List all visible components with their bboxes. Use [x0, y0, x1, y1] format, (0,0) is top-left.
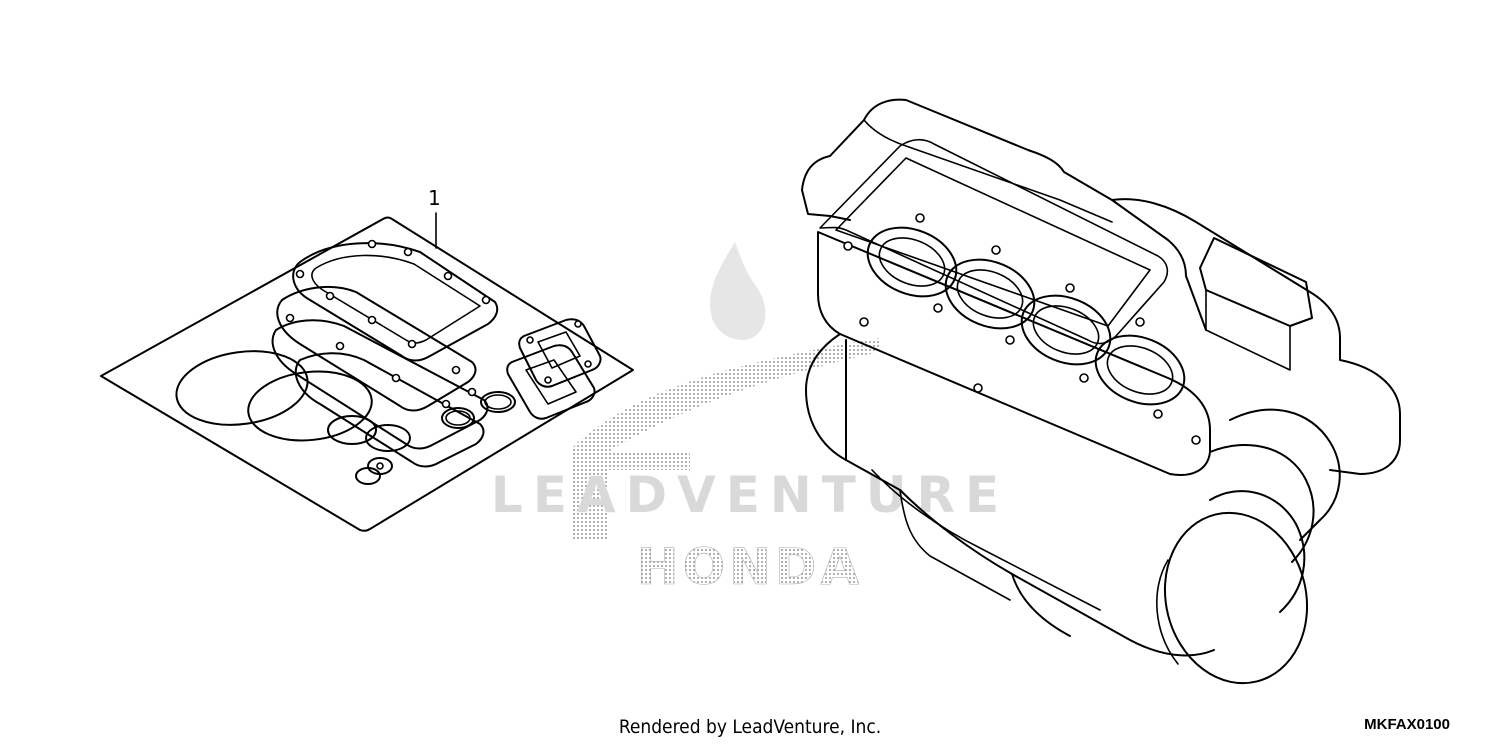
engine-side-cover-2 — [1209, 443, 1315, 563]
engine-side-cover-3 — [1209, 490, 1306, 613]
engine-block — [805, 333, 1215, 657]
gasket-kit — [100, 212, 634, 532]
watermark-brand: HONDA — [637, 538, 863, 596]
washer-2 — [367, 457, 393, 475]
engine-head-cover — [801, 98, 1207, 331]
engine-lower-edge — [1011, 573, 1071, 637]
honda-wing-icon — [572, 338, 880, 540]
engine-cover-gasket — [819, 138, 1169, 345]
plate-gasket — [518, 318, 602, 388]
o-ring-large — [175, 350, 309, 426]
engine-crankcase — [1111, 198, 1401, 475]
engine-head-cover-ridge — [863, 119, 1113, 223]
o-ring-small-2 — [365, 424, 411, 452]
reference-code: MKFAX0100 — [1364, 716, 1450, 733]
o-ring-large-2 — [247, 370, 373, 442]
engine-block-side — [871, 469, 1101, 611]
o-ring-small-4 — [445, 410, 471, 426]
plate-gasket-2 — [506, 344, 596, 420]
engine-drawing — [801, 98, 1401, 685]
cover-gasket — [292, 242, 499, 362]
o-ring-small-6 — [484, 394, 512, 410]
engine-cover-gasket-inner — [835, 157, 1151, 327]
plate-gasket-2-inner — [525, 359, 577, 405]
engine-side-cover — [1229, 408, 1341, 541]
engine-clutch-cover — [1163, 511, 1309, 685]
engine-clutch-cover-rim — [1156, 559, 1179, 665]
engine-bolt-holes — [843, 213, 1201, 445]
o-ring-small — [327, 415, 377, 445]
o-ring-small-5 — [480, 391, 516, 413]
head-cover-gasket-2 — [271, 319, 489, 450]
o-ring-small-3 — [441, 407, 475, 429]
footer-credit: Rendered by LeadVenture, Inc. — [618, 716, 882, 738]
engine-head-gasket — [817, 231, 1211, 476]
gasket-bolt-holes — [285, 239, 491, 409]
engine-crankcase-edge — [1205, 289, 1291, 371]
engine-head-cover-edge — [801, 189, 851, 221]
watermark: LEADVENTURE HONDA — [491, 242, 1009, 596]
watermark-flame-icon — [710, 242, 766, 340]
head-cover-gasket — [276, 285, 477, 412]
gasket-sheet — [100, 216, 634, 532]
watermark-text: LEADVENTURE — [491, 466, 1009, 524]
head-cover-gasket-3 — [294, 352, 485, 468]
plate-gasket-inner — [537, 331, 581, 369]
engine-cylinder-bores — [866, 226, 1186, 406]
washer — [355, 467, 381, 485]
callout-number: 1 — [428, 186, 441, 210]
engine-oil-pan — [899, 489, 1011, 601]
cover-gasket-inner — [311, 254, 481, 344]
